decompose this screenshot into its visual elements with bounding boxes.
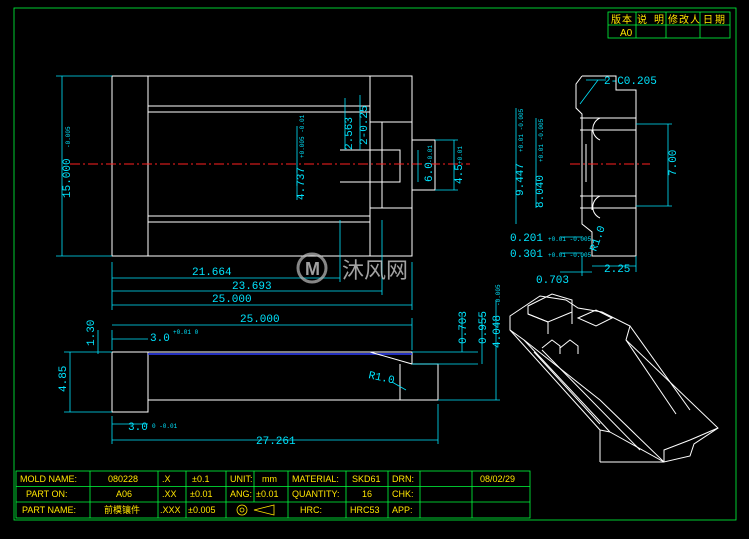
watermark-text: 沐风网 [342, 259, 408, 284]
dim-h2-tol: +0.01 -0.005 [538, 118, 545, 162]
tb-tol-value-1: ±0.01 [190, 489, 212, 499]
dim-d4: 6.0 [424, 162, 436, 182]
rev-header-3: 说 [637, 13, 647, 26]
tb-hrc-label: HRC: [300, 505, 322, 515]
svg-text:M: M [305, 259, 320, 279]
dim-d4-tol: -0.01 [427, 145, 434, 163]
dim-h1-tol: +0.01 -0.005 [518, 108, 525, 152]
tb-unit-label: UNIT: [230, 474, 253, 484]
bottom-view: 25.000 3.0 +0.01 0 3.0 0 -0.01 27.261 4.… [58, 284, 504, 448]
dim-bottom-left-tol: +0.01 0 [173, 329, 199, 336]
dim-bottom-r-a: 0.703 [458, 311, 470, 344]
rev-header-6: 改 [679, 13, 689, 26]
dim-d2: 2-0.25 [359, 105, 371, 145]
projection-symbol-icon [236, 504, 275, 516]
title-block: MOLD NAME: 080228 .X ±0.1 UNIT: mm MATER… [15, 470, 531, 519]
tb-chk-label: CHK: [392, 489, 414, 499]
rev-header-9: 期 [715, 14, 725, 26]
dim-height-tol: -0.005 [65, 126, 72, 148]
tb-value-part-on: A06 [116, 489, 132, 499]
tb-material-label: MATERIAL: [292, 474, 339, 484]
dim-r2-tol: +0.01 -0.005 [548, 252, 592, 259]
tb-value-mold-name: 080228 [108, 474, 138, 484]
tb-app-label: APP: [392, 505, 413, 515]
dim-height: 15.000 [62, 158, 74, 198]
dim-r1: 0.201 [510, 233, 543, 245]
tb-drn-label: DRN: [392, 474, 414, 484]
dim-len-b: 23.693 [232, 281, 272, 293]
dim-bottom-h-top: 1.30 [86, 320, 98, 346]
dim-bottom-r-c-tol: -0.005 [495, 284, 502, 306]
dim-d5-tol: +0.01 [457, 146, 464, 164]
front-view: 15.000 -0.005 21.664 23.693 25.000 2.563… [56, 75, 470, 310]
rev-header-2: 本 [622, 13, 632, 26]
dim-w2: 0.703 [536, 275, 569, 287]
dim-r1-tol: +0.01 -0.005 [548, 236, 592, 243]
tb-ang-value: ±0.01 [256, 489, 278, 499]
dim-d1: 2.563 [344, 117, 356, 150]
isometric-view [509, 293, 719, 463]
tb-tol-value-0: ±0.1 [192, 474, 209, 484]
tb-unit-value: mm [262, 474, 277, 484]
side-view: 2-C0.205 9.447 +0.01 -0.005 8.040 +0.01 … [510, 75, 680, 287]
dim-bottom-r-b: 0.955 [478, 311, 490, 344]
tb-value-part-name: 前模镶件 [104, 504, 140, 515]
dim-bottom-len: 25.000 [240, 314, 280, 326]
tb-material-value: SKD61 [352, 474, 381, 484]
dim-d3: 4.737 [296, 167, 308, 200]
rev-header-1: 版 [611, 13, 621, 26]
rev-header-7: 人 [690, 14, 700, 26]
dim-bottom-left2: 3.0 [128, 422, 148, 434]
dim-d3-tol: +0.005 -0.01 [299, 114, 306, 158]
dim-side-radius: R1.0 [588, 224, 608, 253]
dim-chamfer: 2-C0.205 [604, 76, 657, 88]
tb-quantity-value: 16 [362, 489, 372, 499]
drawing-frame [13, 7, 737, 521]
dim-bottom-left2-tol: 0 -0.01 [152, 423, 178, 430]
tb-label-part-name: PART NAME: [22, 505, 76, 515]
rev-version: A0 [620, 28, 633, 39]
tb-hrc-value: HRC53 [350, 505, 380, 515]
tb-tol-label-2: .XXX [160, 505, 181, 515]
tb-tol-value-2: ±0.005 [188, 505, 215, 515]
tb-label-part-on: PART ON: [26, 489, 68, 499]
revision-table: 版 本 说 明 修 改 人 日 期 A0 [607, 11, 731, 39]
tb-ang-label: ANG: [230, 489, 252, 499]
dim-len-a: 21.664 [192, 267, 232, 279]
tb-date: 08/02/29 [480, 474, 515, 484]
dim-bottom-total: 27.261 [256, 436, 296, 448]
dim-bottom-radius: R1.0 [367, 370, 395, 387]
dim-w1: 2.25 [604, 264, 630, 276]
dim-d5: 4.5 [454, 164, 466, 184]
dim-bottom-h-total: 4.85 [58, 366, 70, 392]
rev-header-4: 明 [654, 14, 664, 26]
tb-tol-label-1: .XX [162, 489, 177, 499]
dim-bottom-r-c: 4.048 [492, 315, 504, 348]
rev-header-8: 日 [703, 15, 713, 26]
dim-h1: 9.447 [515, 163, 527, 196]
dim-bottom-left: 3.0 [150, 333, 170, 345]
tb-quantity-label: QUANTITY: [292, 489, 340, 499]
dim-len-c: 25.000 [212, 294, 252, 306]
dim-h3: 7.00 [668, 150, 680, 176]
rev-header-5: 修 [668, 13, 678, 26]
tb-tol-label-0: .X [162, 474, 171, 484]
tb-label-mold-name: MOLD NAME: [20, 474, 77, 484]
dim-h2: 8.040 [535, 175, 547, 208]
watermark: M 沐风网 [296, 252, 408, 284]
dim-r2: 0.301 [510, 249, 543, 261]
